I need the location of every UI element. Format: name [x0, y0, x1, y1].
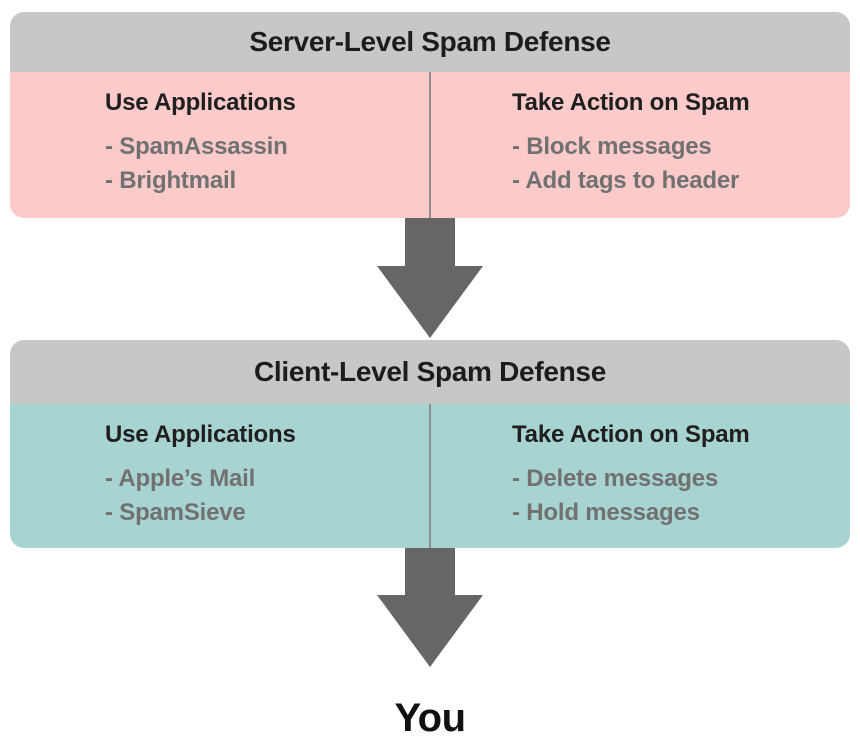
server-use-applications-column: Use Applications - SpamAssassin - Bright…	[10, 72, 430, 218]
list-item: - SpamSieve	[105, 499, 246, 526]
client-box-body: Use Applications - Apple’s Mail - SpamSi…	[10, 404, 850, 548]
client-box-title: Client-Level Spam Defense	[254, 356, 606, 387]
list-item: - Hold messages	[512, 499, 700, 526]
down-arrow-icon	[377, 548, 483, 667]
client-take-action-column: Take Action on Spam - Delete messages - …	[430, 404, 850, 548]
server-box-body: Use Applications - SpamAssassin - Bright…	[10, 72, 850, 218]
column-heading: Use Applications	[105, 89, 296, 116]
arrow-head	[377, 266, 483, 338]
you-label: You	[394, 696, 466, 740]
column-heading: Take Action on Spam	[512, 421, 750, 448]
server-take-action-column: Take Action on Spam - Block messages - A…	[430, 72, 850, 218]
server-level-box: Server-Level Spam Defense Use Applicatio…	[10, 12, 850, 218]
down-arrow-icon	[377, 218, 483, 338]
server-box-header: Server-Level Spam Defense	[10, 12, 850, 72]
list-item: - SpamAssassin	[105, 133, 288, 160]
list-item: - Block messages	[512, 133, 712, 160]
client-use-applications-column: Use Applications - Apple’s Mail - SpamSi…	[10, 404, 430, 548]
column-divider	[429, 404, 431, 548]
arrow-stem	[405, 548, 455, 595]
arrow-stem	[405, 218, 455, 266]
column-divider	[429, 72, 431, 218]
client-level-box: Client-Level Spam Defense Use Applicatio…	[10, 340, 850, 548]
list-item: - Add tags to header	[512, 167, 740, 194]
column-heading: Use Applications	[105, 421, 296, 448]
list-item: - Brightmail	[105, 167, 236, 194]
client-box-header: Client-Level Spam Defense	[10, 340, 850, 404]
server-box-title: Server-Level Spam Defense	[249, 26, 611, 57]
list-item: - Apple’s Mail	[105, 465, 256, 492]
column-heading: Take Action on Spam	[512, 89, 750, 116]
list-item: - Delete messages	[512, 465, 719, 492]
arrow-head	[377, 595, 483, 667]
